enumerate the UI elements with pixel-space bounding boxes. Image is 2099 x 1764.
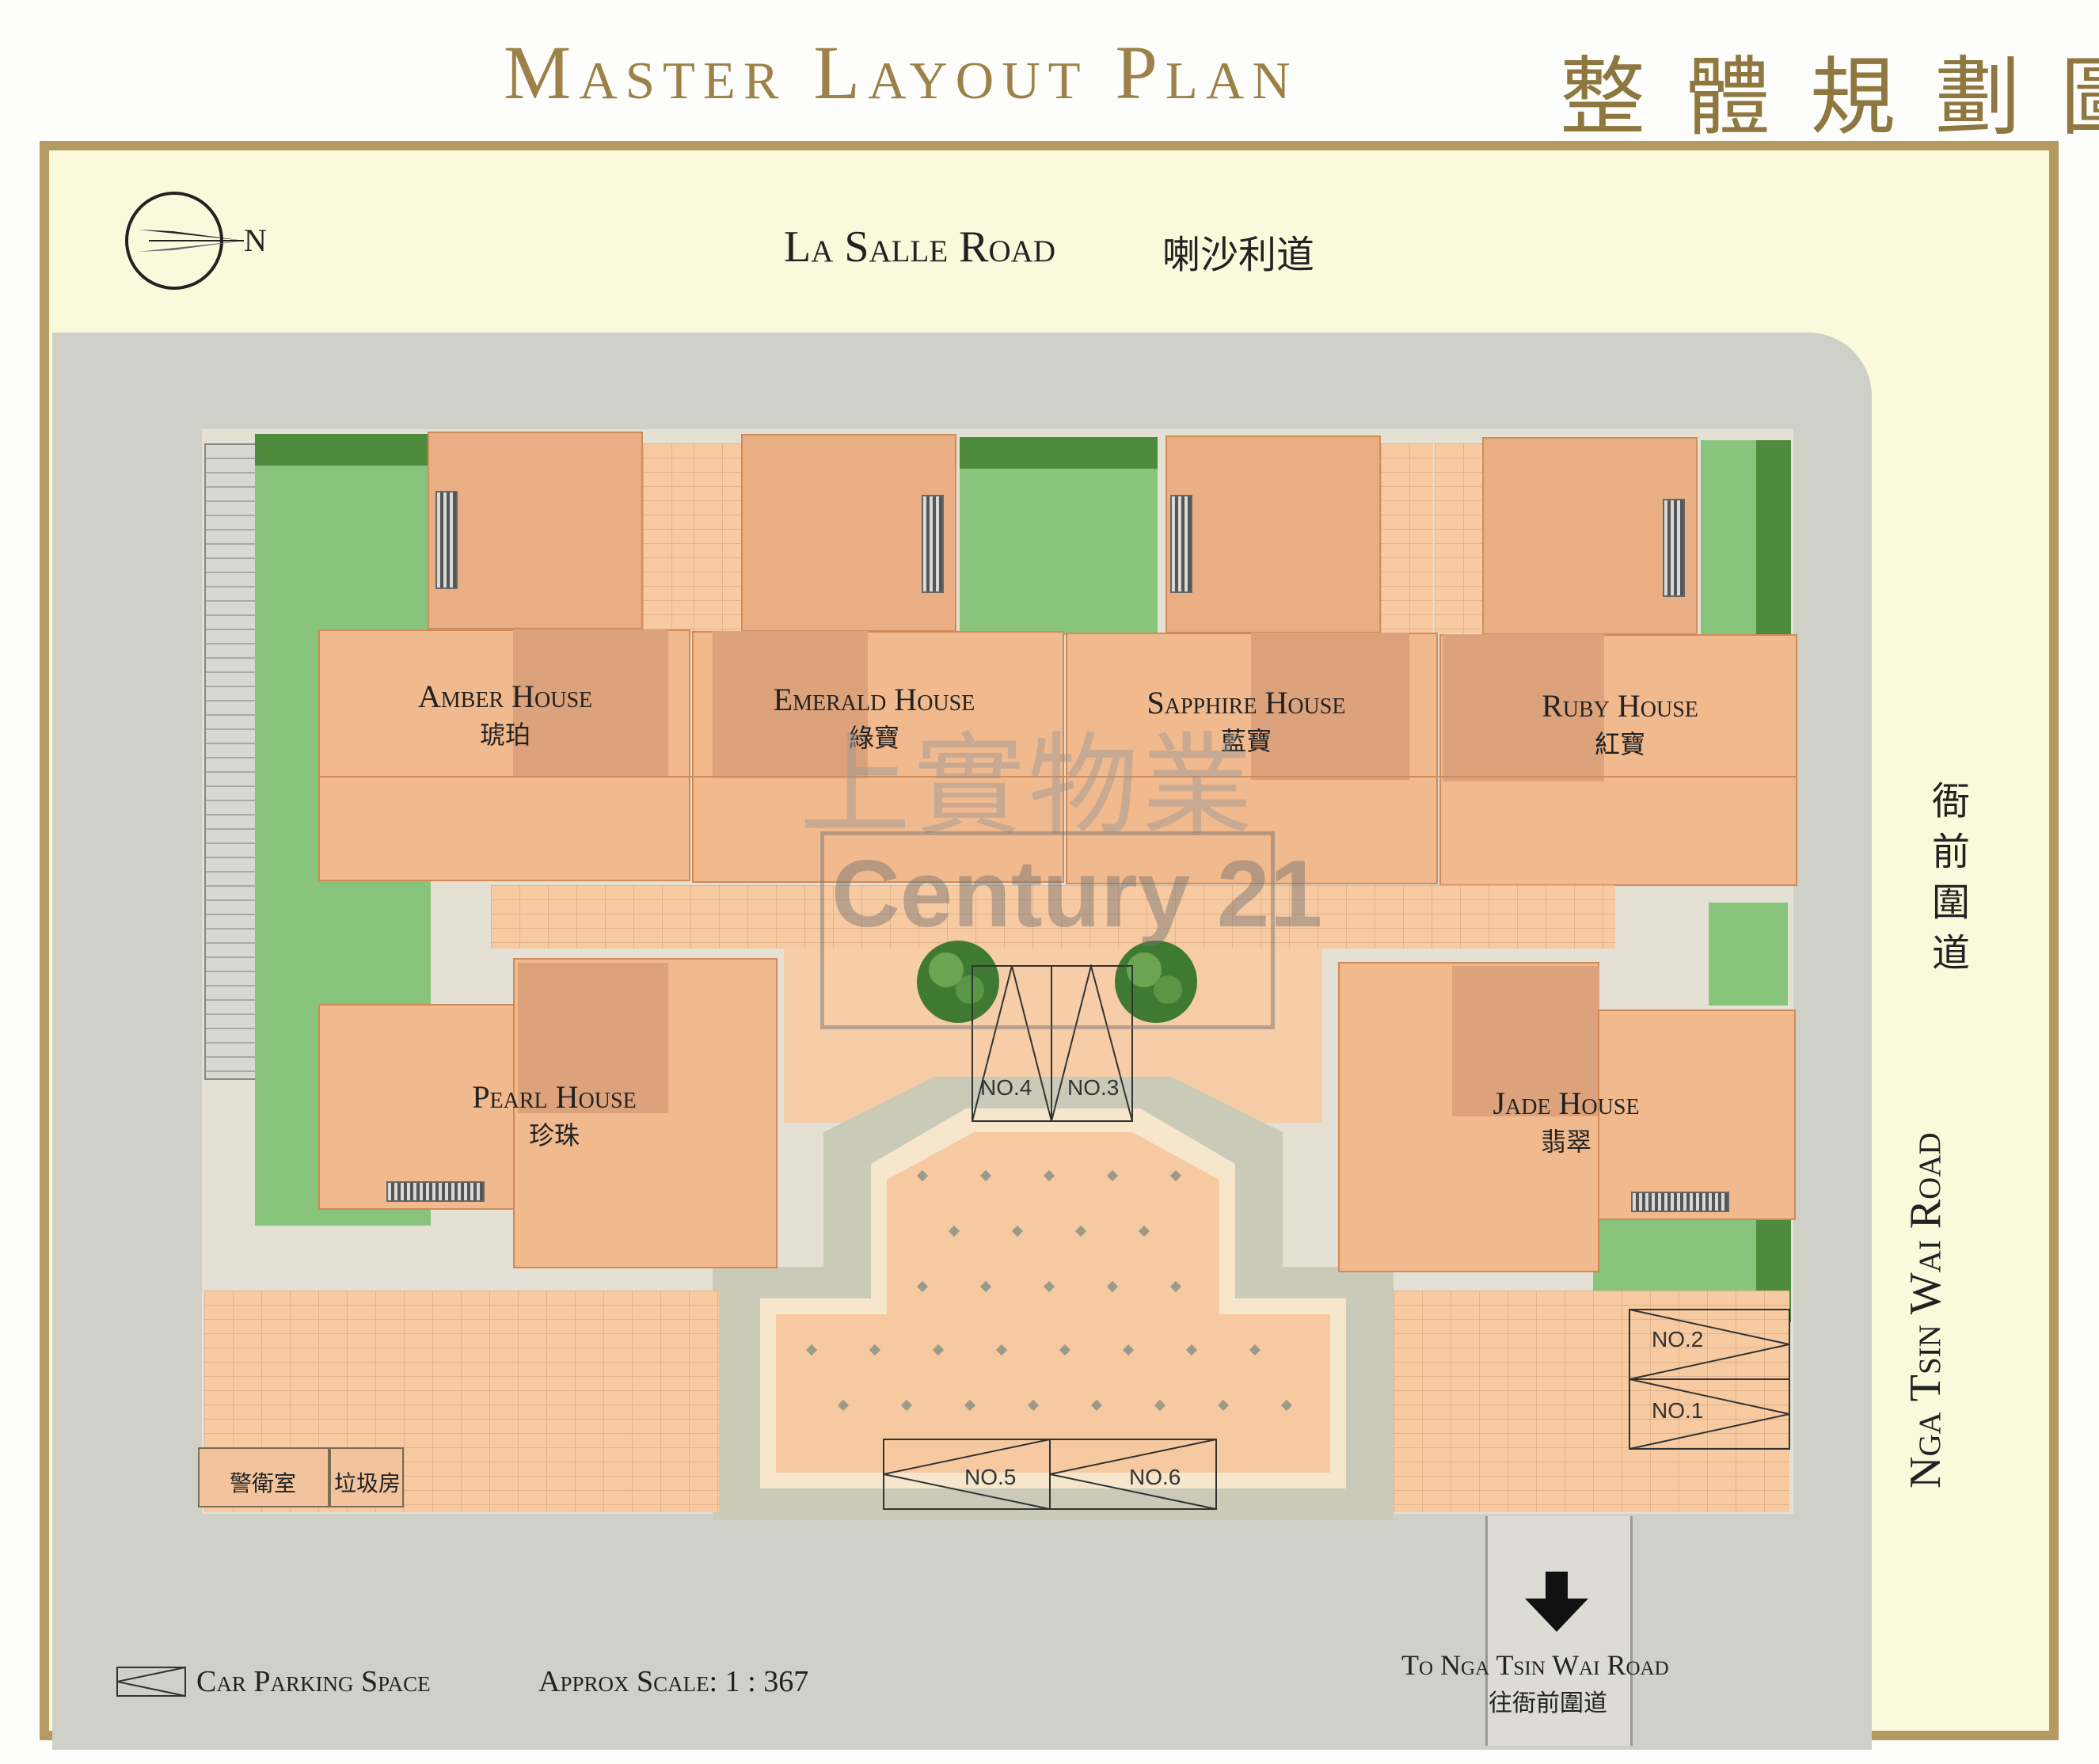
to-road-label: To Nga Tsin Wai Road (1401, 1649, 1669, 1681)
parking-label-no1: NO.1 (1652, 1398, 1704, 1423)
jade-house-wing (1598, 1009, 1796, 1220)
page-title-zh: 整體規劃圖 (1560, 48, 2099, 147)
roof-shade (1452, 966, 1599, 1116)
guard-room-label: 警衛室 (230, 1470, 297, 1496)
nga-tsin-wai-road-zh: 衙前圍道 (1931, 779, 1970, 975)
staircase-icon (435, 491, 458, 589)
garden-north (960, 437, 1158, 635)
house-name-zh: 紅寶 (1594, 729, 1645, 759)
north-label: N (244, 222, 267, 258)
south-east-paving (1394, 1291, 1789, 1512)
staircase-icon (1170, 495, 1192, 593)
house-name-zh: 琥珀 (479, 720, 530, 750)
refuse-room-label: 垃圾房 (334, 1470, 401, 1496)
hedge (960, 437, 1158, 469)
parking-label-no4: NO.4 (980, 1075, 1032, 1100)
to-road-label-zh: 往衙前圍道 (1489, 1690, 1607, 1717)
nga-tsin-wai-road-label: Nga Tsin Wai Road (1900, 1132, 1951, 1488)
roof-line (318, 776, 1797, 777)
house-name-zh: 綠寶 (848, 723, 899, 753)
hedge (1756, 440, 1791, 638)
staircase-icon (1631, 1192, 1729, 1212)
house-name: Jade House (1492, 1085, 1640, 1121)
house-name: Emerald House (773, 682, 975, 717)
sapphire-house-wing (1165, 435, 1381, 633)
driveway (1485, 1516, 1633, 1746)
pearl-house-wing (318, 1004, 516, 1210)
hedge (255, 434, 431, 466)
garden-east-mid (1709, 903, 1788, 1006)
house-name-zh: 藍寶 (1220, 726, 1272, 756)
page-title: Master Layout Plan (504, 30, 1299, 115)
parking-label-no5: NO.5 (964, 1465, 1017, 1489)
jade-house-label: Jade House 翡翠 (1408, 1085, 1724, 1158)
watermark-frame (820, 831, 1275, 1029)
courtyard-walk (491, 885, 1615, 949)
ruby-house-label: Ruby House 紅寶 (1463, 687, 1777, 761)
tree-icon (917, 941, 999, 1023)
parking-label-no6: NO.6 (1129, 1465, 1181, 1489)
tree-icon (1115, 941, 1197, 1023)
la-salle-road-zh: 喇沙利道 (1162, 233, 1315, 277)
pearl-house-label: Pearl House 珍珠 (396, 1078, 713, 1152)
la-salle-road-label: La Salle Road (784, 222, 1055, 272)
house-name-zh: 珍珠 (528, 1120, 580, 1150)
house-name: Ruby House (1542, 688, 1698, 724)
arrow-down-icon (1525, 1572, 1588, 1632)
roof-shade (1251, 633, 1409, 780)
house-name: Amber House (417, 679, 593, 714)
nga-tsin-wai-road-en: Nga Tsin Wai Road (1901, 1132, 1950, 1488)
sapphire-house-label: Sapphire House 藍寶 (1089, 684, 1403, 758)
amber-house-label: Amber House 琥珀 (348, 678, 662, 751)
refuse-room (329, 1447, 404, 1507)
roof-shade (713, 631, 868, 778)
parking-label-no3: NO.3 (1067, 1075, 1120, 1100)
paving (1381, 443, 1433, 633)
roof-shade (513, 629, 668, 777)
parking-spaces-5-6 (883, 1439, 1217, 1510)
paving (1435, 443, 1482, 633)
paving (643, 443, 695, 633)
south-west-paving (204, 1291, 719, 1512)
roof-shade (1443, 634, 1604, 781)
parking-legend-label: Car Parking Space (196, 1665, 431, 1698)
house-name: Sapphire House (1146, 685, 1346, 720)
staircase-icon (922, 495, 944, 593)
scale-label: Approx Scale: 1 : 367 (538, 1665, 809, 1698)
guard-room (198, 1447, 329, 1507)
house-name-zh: 翡翠 (1540, 1127, 1591, 1157)
amber-house-wing (428, 431, 643, 629)
staircase-icon (386, 1181, 485, 1202)
stair-ramp (204, 443, 257, 1080)
emerald-house-label: Emerald House 綠寶 (717, 681, 1031, 755)
house-name: Pearl House (472, 1079, 637, 1115)
parking-legend-icon (116, 1667, 186, 1697)
watermark-zh: 上實物業 (800, 722, 1257, 851)
watermark-en: Century 21 (831, 841, 1323, 947)
north-arrow-icon (125, 192, 244, 290)
central-plaza (713, 1077, 1394, 1520)
roof-shade (518, 963, 668, 1113)
parking-label-no2: NO.2 (1652, 1327, 1704, 1352)
paving (694, 443, 741, 633)
staircase-icon (1663, 499, 1685, 597)
emerald-house-wing (741, 434, 956, 632)
parking-spaces-3-4 (972, 964, 1133, 1122)
parking-spaces-1-2 (1629, 1309, 1790, 1450)
